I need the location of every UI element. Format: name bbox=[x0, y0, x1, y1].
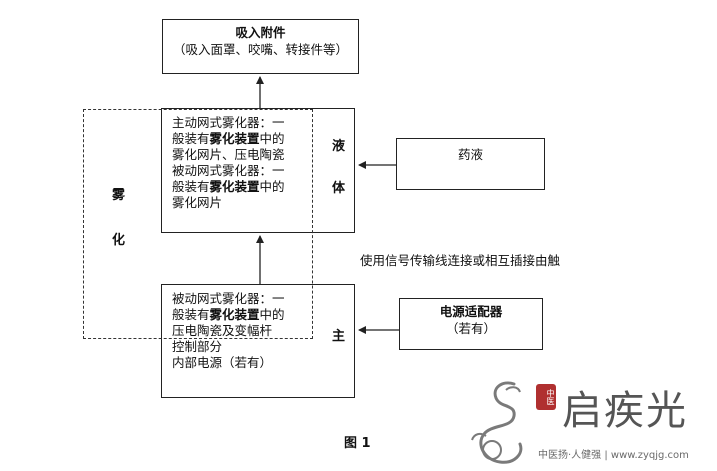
connection-note: 使用信号传输线连接或相互插接由触 bbox=[360, 253, 561, 268]
liquid-side-label-2: 体 bbox=[332, 181, 346, 196]
main-line-2: 般装有雾化装置中的 bbox=[172, 307, 285, 322]
watermark-tagline: 中医扬·人健强 | www.zyqjg.com bbox=[538, 450, 689, 461]
dragon-brush-icon bbox=[471, 381, 523, 464]
power-adapter-title: 电源适配器 bbox=[439, 304, 503, 319]
liquid-atomizer-box: 主动网式雾化器：一 般装有雾化装置中的 雾化网片、压电陶瓷 被动网式雾化器：一 … bbox=[161, 108, 355, 233]
intake-accessory-title: 吸入附件 bbox=[235, 25, 286, 40]
atomize-label-char-1: 雾 bbox=[112, 188, 126, 203]
liquid-line-1: 主动网式雾化器：一 bbox=[172, 115, 285, 130]
liquid-line-4: 被动网式雾化器：一 bbox=[172, 163, 285, 178]
main-line-4: 控制部分 bbox=[172, 339, 223, 354]
power-adapter-subtitle: （若有） bbox=[445, 321, 496, 336]
watermark-brand: 启疾光 bbox=[562, 388, 688, 434]
medicine-box: 药液 bbox=[396, 138, 545, 190]
intake-accessory-subtitle: （吸入面罩、咬嘴、转接件等） bbox=[172, 42, 348, 57]
main-line-3: 压电陶瓷及变幅杆 bbox=[172, 323, 273, 338]
main-line-5: 内部电源（若有） bbox=[172, 355, 273, 370]
main-body-box: 被动网式雾化器：一 般装有雾化装置中的 压电陶瓷及变幅杆 控制部分 内部电源（若… bbox=[161, 284, 355, 398]
seal-stamp: 中医 bbox=[536, 384, 556, 410]
main-box-text: 被动网式雾化器：一 般装有雾化装置中的 压电陶瓷及变幅杆 控制部分 内部电源（若… bbox=[172, 291, 285, 371]
figure-caption: 图 1 bbox=[344, 436, 371, 451]
intake-accessory-box: 吸入附件 （吸入面罩、咬嘴、转接件等） bbox=[162, 19, 359, 74]
liquid-line-5: 般装有雾化装置中的 bbox=[172, 179, 285, 194]
liquid-line-3: 雾化网片、压电陶瓷 bbox=[172, 147, 285, 162]
main-side-label: 主 bbox=[332, 329, 346, 344]
liquid-line-2: 般装有雾化装置中的 bbox=[172, 131, 285, 146]
watermark-logo: 中医 启疾光 中医扬·人健强 | www.zyqjg.com bbox=[462, 376, 717, 471]
main-line-1: 被动网式雾化器：一 bbox=[172, 291, 285, 306]
power-adapter-box: 电源适配器 （若有） bbox=[399, 298, 543, 350]
liquid-box-text: 主动网式雾化器：一 般装有雾化装置中的 雾化网片、压电陶瓷 被动网式雾化器：一 … bbox=[172, 115, 285, 211]
atomize-label-char-2: 化 bbox=[112, 233, 126, 248]
liquid-line-6: 雾化网片 bbox=[172, 195, 223, 210]
liquid-side-label-1: 液 bbox=[332, 139, 346, 154]
medicine-label: 药液 bbox=[457, 147, 483, 162]
atomization-dashed-region bbox=[83, 109, 313, 339]
